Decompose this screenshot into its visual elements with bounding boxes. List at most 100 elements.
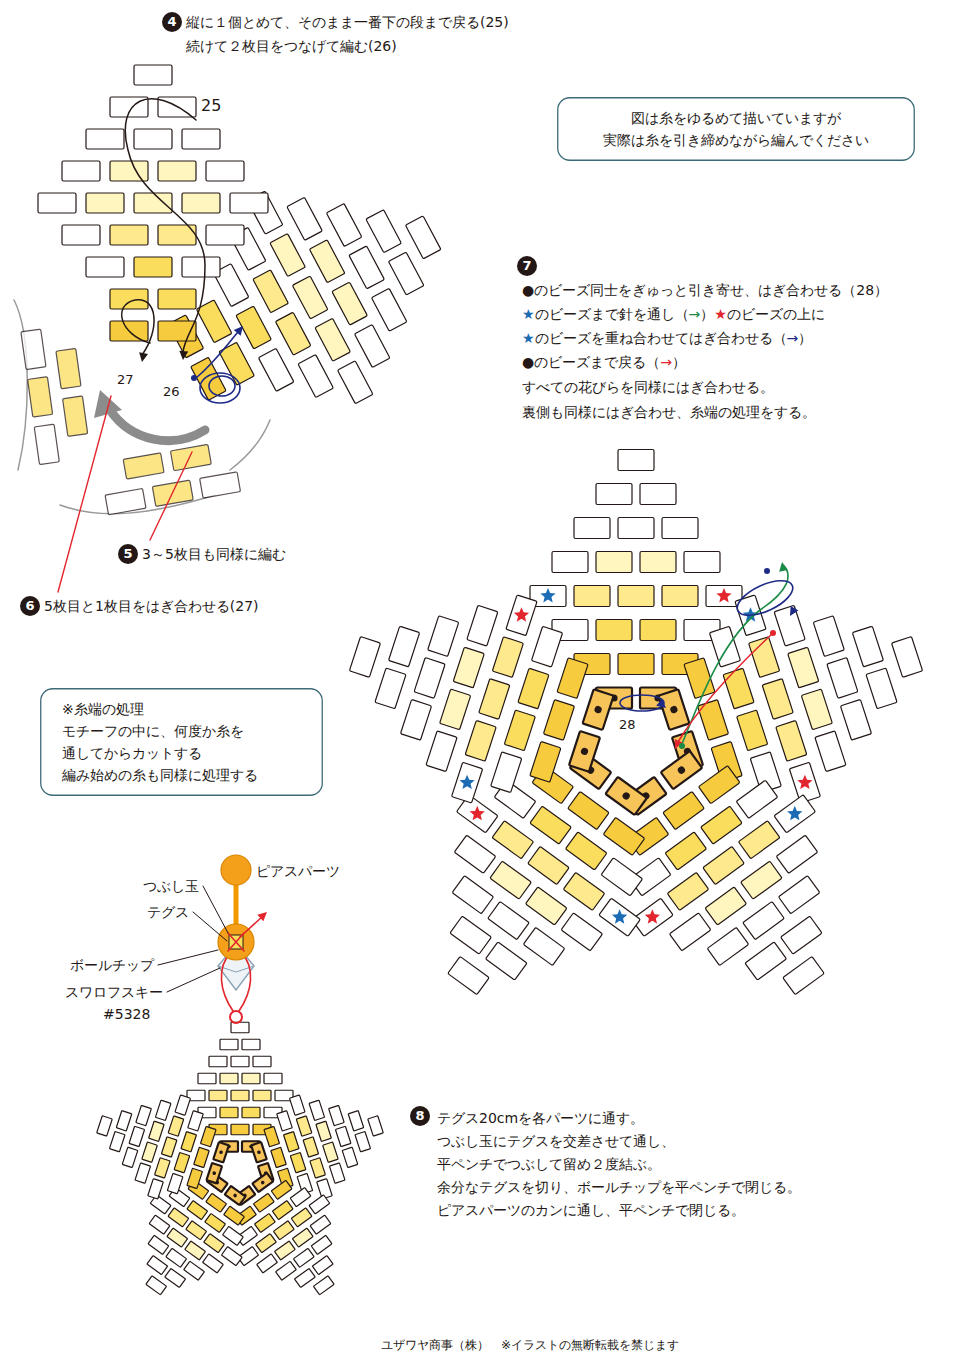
bead bbox=[191, 357, 226, 400]
star-mark bbox=[612, 909, 627, 923]
bead bbox=[158, 289, 196, 309]
text-run: のビーズまで針を通し（ bbox=[535, 306, 689, 322]
text-run: 続けて２枚目をつなげて編む(26) bbox=[186, 38, 397, 54]
bead bbox=[428, 616, 459, 657]
bead bbox=[165, 1268, 186, 1287]
leader-line bbox=[203, 886, 228, 933]
note-frame-shape bbox=[558, 98, 915, 161]
star-mark bbox=[540, 588, 555, 602]
part-name: スワロフスキー bbox=[65, 983, 163, 1001]
bead bbox=[662, 518, 698, 539]
bead bbox=[110, 289, 148, 309]
bead bbox=[21, 329, 46, 369]
step-circle-shape bbox=[162, 12, 182, 32]
bead bbox=[778, 876, 819, 914]
bead bbox=[337, 361, 372, 404]
bead bbox=[349, 246, 384, 289]
instruction-text: ●のビーズまで戻る（→） bbox=[522, 353, 686, 371]
bead bbox=[618, 654, 654, 675]
bead bbox=[453, 647, 484, 688]
step-number: 7 bbox=[517, 256, 537, 276]
bead bbox=[574, 518, 610, 539]
bead bbox=[827, 658, 858, 699]
bead bbox=[349, 637, 380, 678]
bead bbox=[34, 424, 59, 464]
bead-petal bbox=[377, 712, 701, 1046]
bead bbox=[110, 225, 148, 245]
bead bbox=[272, 1201, 293, 1220]
bead bbox=[557, 658, 588, 699]
bead bbox=[405, 216, 440, 259]
bead bbox=[221, 1247, 242, 1266]
thread-loop bbox=[620, 695, 664, 711]
bead bbox=[38, 193, 76, 213]
bead bbox=[135, 1163, 151, 1183]
star-mark bbox=[645, 909, 660, 923]
note-text: 図は糸をゆるめて描いていますが 実際は糸を引き締めながら編んでください bbox=[572, 107, 900, 151]
text-run: のビーズ同士をぎゅっと引き寄せ、はぎ合わせる（28） bbox=[534, 282, 888, 298]
text-run: ★ bbox=[714, 306, 727, 322]
bead bbox=[840, 699, 871, 740]
bead bbox=[62, 161, 100, 181]
thread-line bbox=[221, 952, 233, 1011]
bead bbox=[348, 1111, 364, 1131]
bead bbox=[148, 1235, 169, 1254]
step-number-text: 5 bbox=[118, 544, 138, 564]
bead bbox=[389, 626, 420, 667]
bead bbox=[618, 586, 654, 607]
marked-bead bbox=[225, 1186, 246, 1205]
arrow-head bbox=[179, 351, 189, 361]
bead bbox=[329, 1105, 345, 1125]
bead bbox=[568, 791, 609, 829]
bead bbox=[86, 193, 124, 213]
thread-end bbox=[770, 630, 776, 636]
bead bbox=[86, 257, 124, 277]
instruction-text: ピアスパーツのカンに通し、平ペンチで閉じる。 bbox=[437, 1201, 745, 1219]
bead-dot bbox=[212, 1171, 217, 1176]
bead bbox=[129, 1126, 145, 1146]
bead bbox=[182, 193, 220, 213]
bead bbox=[518, 668, 549, 709]
bead bbox=[312, 1256, 333, 1275]
bead-dot bbox=[260, 1180, 265, 1185]
bead bbox=[161, 1137, 177, 1157]
bead bbox=[741, 861, 782, 899]
arrow-head bbox=[656, 699, 669, 712]
bead bbox=[230, 193, 268, 213]
bead bbox=[198, 1073, 216, 1084]
bead bbox=[316, 1121, 332, 1141]
instruction-text: ★のビーズまで針を通し（→）★のビーズの上に bbox=[522, 305, 825, 323]
bead bbox=[309, 240, 344, 283]
step-circle-shape bbox=[410, 1106, 430, 1126]
bead bbox=[426, 731, 457, 772]
bead bbox=[523, 927, 564, 965]
marked-bead bbox=[658, 689, 689, 730]
bead bbox=[743, 901, 784, 939]
bead-petal bbox=[530, 450, 742, 709]
bead bbox=[596, 484, 632, 505]
bead bbox=[188, 1111, 204, 1131]
bead bbox=[465, 720, 496, 761]
marked-bead bbox=[206, 1163, 222, 1183]
text-run: テグス bbox=[147, 904, 189, 920]
bead bbox=[601, 858, 642, 896]
thread-loop bbox=[732, 574, 797, 623]
bead bbox=[705, 887, 746, 925]
bead bbox=[292, 1228, 313, 1247]
bead bbox=[565, 832, 606, 870]
bead bbox=[276, 1261, 297, 1280]
bead bbox=[315, 318, 350, 361]
text-run: #5328 bbox=[103, 1006, 150, 1022]
star-mark bbox=[459, 775, 474, 789]
bead bbox=[388, 252, 423, 295]
bead bbox=[310, 1158, 326, 1178]
text-run: つぶし玉 bbox=[143, 878, 199, 894]
bead bbox=[201, 1126, 217, 1146]
bead bbox=[723, 668, 754, 709]
instruction-text: 続けて２枚目をつなげて編む(26) bbox=[186, 37, 397, 55]
bead bbox=[530, 806, 571, 844]
bead bbox=[231, 1124, 249, 1135]
bead bbox=[136, 1105, 152, 1125]
bead bbox=[815, 731, 846, 772]
